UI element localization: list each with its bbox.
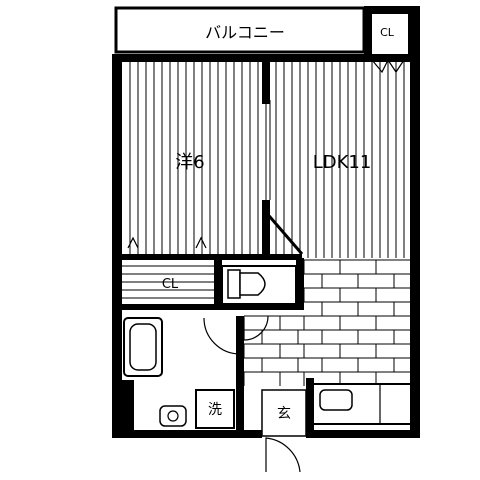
entrance-label: 玄 (277, 405, 291, 422)
western-room-closet-door-icon (127, 236, 207, 249)
washroom: 洗 (159, 389, 235, 429)
entrance-door-swing-icon (265, 437, 301, 473)
bathtub-icon (123, 317, 163, 377)
balcony: バルコニー (114, 6, 366, 54)
wall-closet-bottom (122, 304, 218, 310)
washroom-basin-outline (195, 389, 235, 429)
washroom-label: 洗 (208, 402, 222, 418)
western-room-floor (129, 62, 259, 254)
closet-top-right-interior (372, 14, 408, 56)
wall-toilet-left (214, 258, 222, 310)
closet-floor (122, 265, 214, 299)
washing-machine-icon (159, 405, 187, 427)
window-west (112, 96, 116, 256)
closet-top-right-label: CL (380, 26, 395, 39)
ldk-floor (275, 62, 405, 258)
balcony-label: バルコニー (205, 23, 285, 42)
wall-bottom-right (306, 430, 420, 438)
wall-bath-right (236, 316, 244, 438)
closet-label: CL (162, 277, 179, 292)
western-room: 洋6 (127, 62, 259, 254)
kitchen-counter (309, 383, 413, 425)
wall-mid-lower (262, 200, 270, 260)
ldk-room: LDK11 (275, 62, 405, 258)
bathroom (123, 317, 241, 377)
wall-mid-upper (262, 54, 270, 104)
walls (112, 6, 420, 438)
entrance: 玄 (261, 389, 307, 473)
closet: CL (122, 265, 214, 299)
toilet-tank-icon (227, 269, 241, 299)
western-room-label: 洋6 (175, 152, 204, 173)
wall-entrance-right (306, 378, 314, 438)
toilet-bowl-icon (239, 272, 266, 296)
closet-top-right: CL (364, 6, 416, 74)
bathroom-door-swing-icon (203, 317, 241, 355)
ldk-door-icon (262, 209, 304, 255)
bathtub-inner-icon (129, 323, 157, 371)
wall-right (410, 6, 420, 438)
wall-toilet-right (296, 258, 304, 310)
wall-bath-bottom-left (112, 380, 134, 438)
wall-toilet-bottom (214, 304, 304, 310)
kitchen-sink-icon (319, 389, 353, 411)
ldk-label: LDK11 (313, 152, 372, 173)
toilet (221, 265, 297, 305)
wall-bottom-left (112, 430, 262, 438)
wall-closet-top (122, 254, 302, 260)
kitchen-tile-floor (243, 259, 410, 386)
entrance-outline (261, 389, 307, 437)
toilet-door-swing-icon (243, 315, 269, 341)
sliding-door-icon (265, 100, 271, 200)
washing-machine-drum-icon (167, 410, 179, 422)
wall-left (112, 54, 122, 438)
